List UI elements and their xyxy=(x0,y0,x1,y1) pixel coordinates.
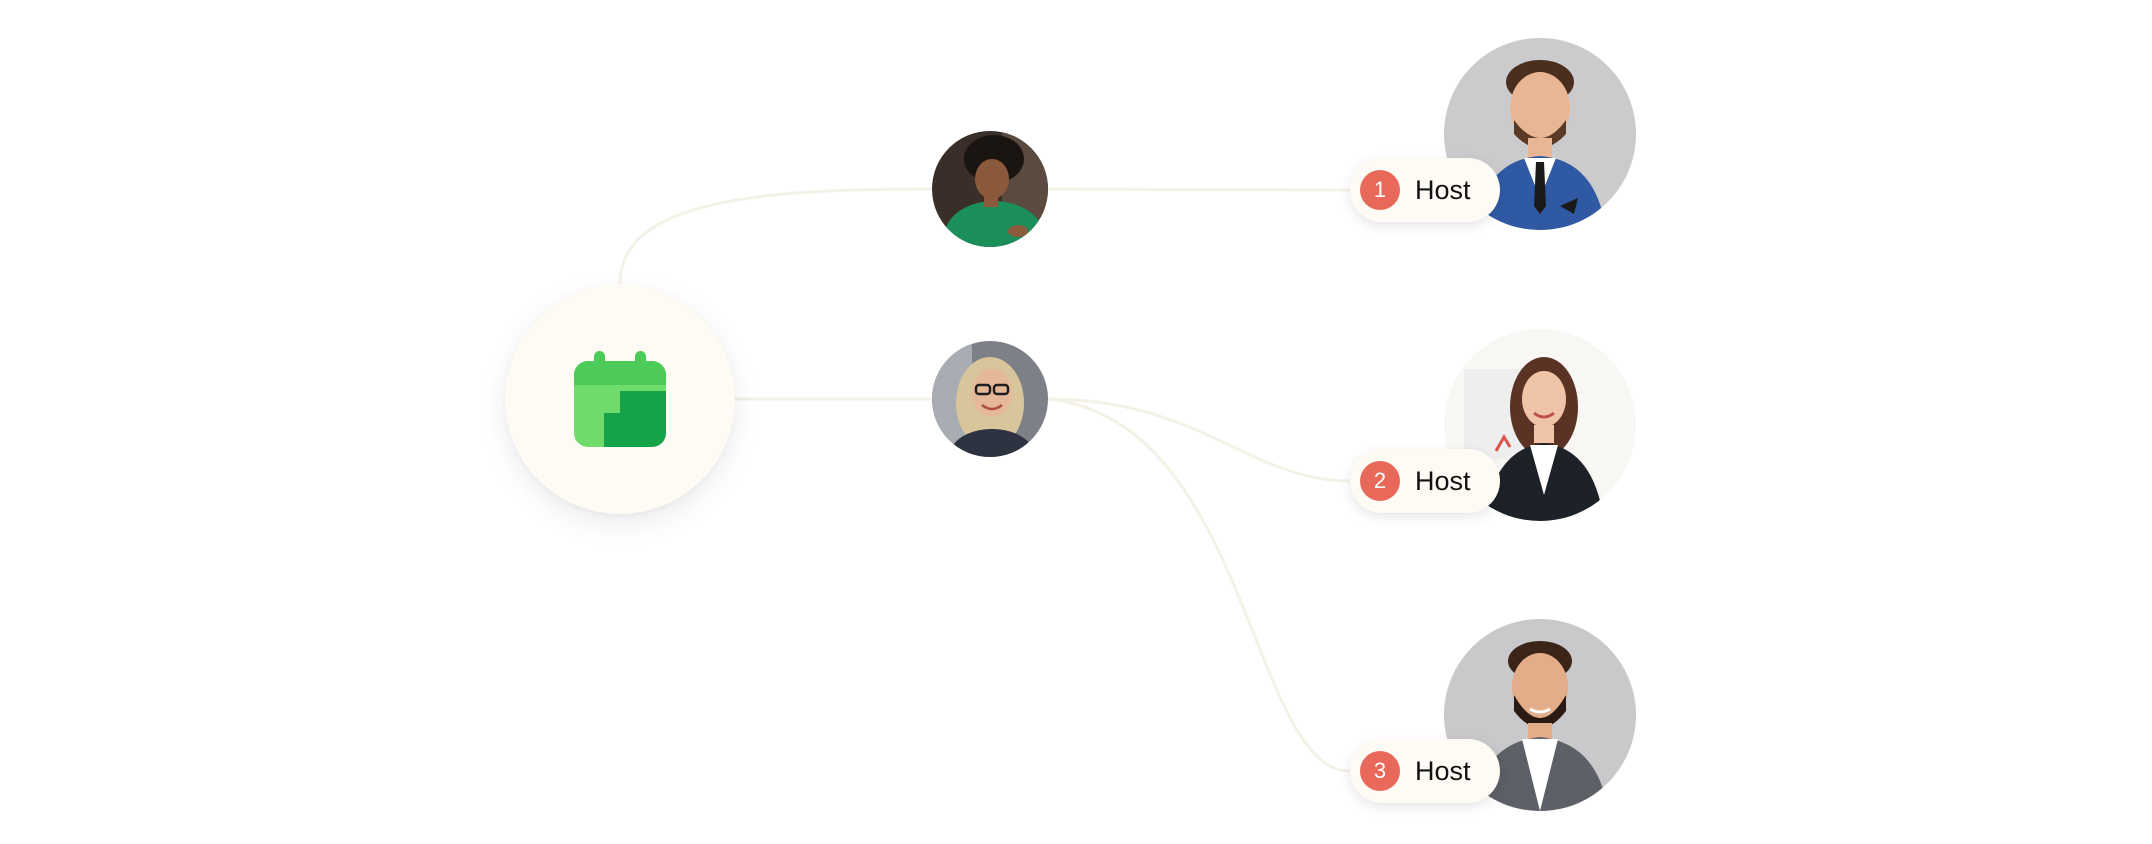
person-glasses-icon xyxy=(932,341,1048,457)
man-blue-suit-icon xyxy=(1444,38,1636,230)
host-avatar-3 xyxy=(1444,619,1636,811)
connector-guest2-host2 xyxy=(1047,397,1351,483)
host-pill-2: 2 Host xyxy=(1350,449,1500,513)
host-avatar-1 xyxy=(1444,38,1636,230)
host-label: Host xyxy=(1415,465,1471,496)
guest-avatar-2 xyxy=(932,341,1048,457)
guest-avatar-1 xyxy=(932,131,1048,247)
connector-guest1-host1 xyxy=(1047,187,1351,192)
host-pill-3: 3 Host xyxy=(1350,739,1500,803)
rank-badge: 3 xyxy=(1360,751,1400,791)
rank-badge: 2 xyxy=(1360,461,1400,501)
rank-badge: 1 xyxy=(1360,170,1400,210)
host-pill-1: 1 Host xyxy=(1350,158,1500,222)
calendar-node xyxy=(505,284,735,514)
person-green-sweater-icon xyxy=(932,131,1048,247)
host-label: Host xyxy=(1415,174,1471,205)
connector-calendar-guest1 xyxy=(618,187,933,285)
connector-guest2-host3 xyxy=(1047,397,1351,773)
man-grey-suit-icon xyxy=(1444,619,1636,811)
host-label: Host xyxy=(1415,755,1471,786)
calendar-icon xyxy=(574,351,666,447)
